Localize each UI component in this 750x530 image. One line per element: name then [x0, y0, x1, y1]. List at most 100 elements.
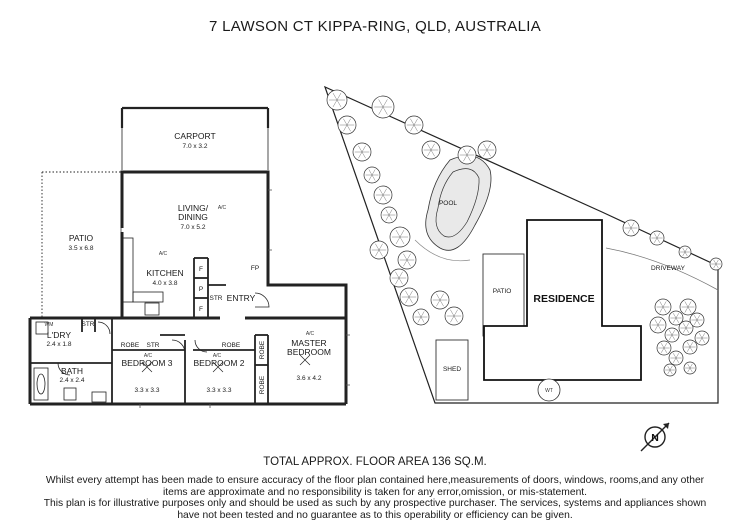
- tree-icon-branch: [715, 263, 719, 269]
- tree-icon-branch: [656, 237, 660, 243]
- tree-icon-branch: [413, 118, 418, 126]
- entry-label: ENTRY: [227, 293, 256, 303]
- robe-label-bed3: ROBE: [121, 342, 140, 349]
- tree-icon-branch: [669, 334, 673, 340]
- tree-icon-branch: [662, 301, 667, 308]
- page-title: 7 LAWSON CT KIPPA-RING, QLD, AUSTRALIA: [208, 18, 542, 35]
- tree-icon-branch: [627, 227, 632, 234]
- tree-icon-branch: [379, 188, 384, 196]
- tree-icon-branch: [420, 316, 425, 323]
- ac-marker-bed2: A/C: [213, 353, 222, 359]
- tree-icon-branch: [378, 99, 384, 108]
- tree-icon-branch: [689, 367, 693, 373]
- tree-icon-branch: [420, 311, 425, 318]
- tree-icon-branch: [683, 323, 687, 329]
- tree-icon-branch: [379, 194, 384, 202]
- tree-icon-branch: [382, 188, 387, 196]
- site-plan: POOL PATIO RESIDENCE DRIVEWAY SHED WT N: [323, 85, 723, 452]
- tree-icon-branch: [382, 106, 388, 115]
- tree-icon-branch: [361, 151, 366, 159]
- water-tank: [537, 378, 561, 402]
- tree-icon-branch: [378, 249, 383, 257]
- tree-icon-branch: [669, 330, 673, 336]
- bed2-dims: 3.3 x 3.3: [207, 387, 232, 394]
- tree-icon-branch: [382, 99, 388, 108]
- tree-icon-branch: [685, 327, 689, 333]
- door-swings: [57, 292, 270, 376]
- residence-label: RESIDENCE: [533, 293, 594, 305]
- tree-icon-branch: [654, 324, 659, 331]
- fridge-label-2: F: [199, 306, 203, 313]
- master-label-1: MASTER: [291, 338, 326, 348]
- trees: [326, 89, 723, 377]
- robe-label-master-2: ROBE: [259, 375, 266, 394]
- ldry-label: L'DRY: [47, 330, 71, 340]
- tree-icon-branch: [689, 363, 693, 369]
- master-dims: 3.6 x 4.2: [297, 375, 322, 382]
- disclaimer-line-4: have not been tested and no guarantee as…: [177, 509, 573, 521]
- tree-icon-branch: [463, 154, 468, 162]
- tree-icon-branch: [378, 106, 384, 115]
- tree-icon-branch: [659, 306, 664, 313]
- tree-icon-branch: [405, 290, 410, 298]
- tree-icon-branch: [673, 353, 677, 359]
- tree-icon-branch: [713, 263, 717, 269]
- tree-icon-branch: [682, 247, 686, 253]
- master-label-2: BEDROOM: [287, 347, 331, 357]
- living-label-2: DINING: [178, 212, 208, 222]
- interior-walls: [30, 257, 269, 404]
- living-label-1: LIVING/: [178, 203, 209, 213]
- windows: [139, 189, 350, 408]
- bed3-label: BEDROOM 3: [121, 358, 172, 368]
- pool: [425, 155, 492, 251]
- tree-icon-branch: [343, 118, 348, 126]
- tree-icon-branch: [671, 334, 675, 340]
- tree-icon-branch: [694, 315, 698, 321]
- tree-icon-branch: [368, 174, 373, 181]
- tree-icon-branch: [687, 301, 692, 308]
- tree-icon-branch: [399, 229, 405, 238]
- tree-icon-branch: [696, 315, 700, 321]
- robe-label-bed2: ROBE: [222, 342, 241, 349]
- tree-icon-branch: [427, 149, 432, 157]
- disclaimer-line-1: Whilst every attempt has been made to en…: [45, 475, 705, 486]
- site-patio-label: PATIO: [493, 288, 512, 295]
- tree-icon-branch: [439, 299, 444, 307]
- tree-icon-branch: [689, 342, 693, 348]
- floor-plan-labels: CARPORT 7.0 x 3.2 LIVING/ DINING 7.0 x 5…: [45, 131, 331, 394]
- tree-icon-branch: [466, 154, 471, 162]
- tree-icon-branch: [439, 293, 444, 301]
- shed-block: [435, 339, 469, 401]
- tree-icon-branch: [654, 233, 658, 239]
- tree-icon-branch: [486, 143, 491, 151]
- tree-icon-branch: [395, 229, 401, 238]
- tree-icon-branch: [657, 324, 662, 331]
- garden-path: [414, 239, 471, 262]
- fp-label: FP: [251, 265, 259, 272]
- north-compass-icon: N: [640, 422, 670, 452]
- driveway-path: [605, 247, 719, 291]
- tree-icon-branch: [450, 309, 455, 317]
- tree-icon-branch: [378, 243, 383, 251]
- tree-icon-branch: [673, 317, 677, 323]
- living-dims: 7.0 x 5.2: [181, 224, 206, 231]
- tree-icon-branch: [682, 251, 686, 257]
- patio-dims: 3.5 x 6.8: [69, 245, 94, 252]
- tree-icon-branch: [486, 149, 491, 157]
- tree-icon-branch: [399, 236, 405, 245]
- tree-icon-branch: [361, 145, 366, 153]
- carport-area: [120, 106, 270, 170]
- wt-label: WT: [545, 388, 553, 394]
- tree-icon-branch: [684, 301, 689, 308]
- tree-icon-branch: [430, 143, 435, 151]
- disclaimer-line-3: This plan is for illustrative purposes o…: [43, 498, 707, 510]
- pantry-label: P: [199, 286, 203, 293]
- tree-icon-branch: [657, 319, 662, 326]
- main-walls: [28, 170, 348, 406]
- tree-icon-branch: [699, 337, 703, 343]
- total-floor-area: TOTAL APPROX. FLOOR AREA 136 SQ.M.: [263, 456, 487, 468]
- tree-icon-branch: [659, 301, 664, 308]
- tree-icon-branch: [382, 194, 387, 202]
- bed2-label: BEDROOM 2: [193, 358, 244, 368]
